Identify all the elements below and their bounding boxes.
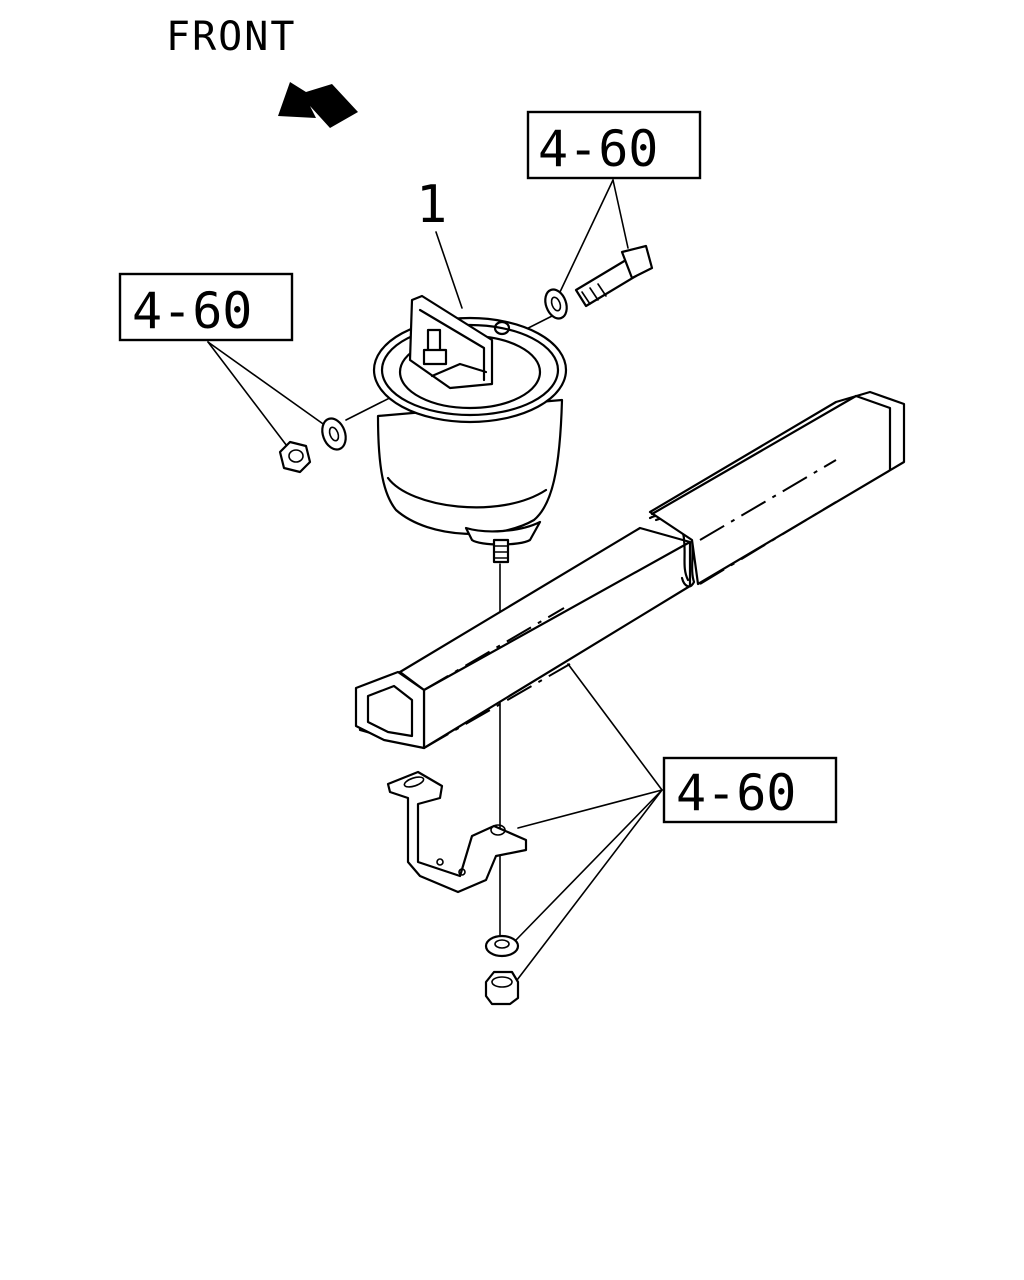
lower-stud bbox=[492, 538, 510, 564]
ref-left-leader-washer bbox=[207, 341, 327, 427]
ref-top-leader-bolt bbox=[612, 179, 629, 249]
air-spring bbox=[372, 294, 568, 546]
part-leader-line bbox=[435, 231, 463, 309]
nut-left bbox=[278, 440, 312, 474]
ref-box-left: 4-60 bbox=[118, 272, 294, 342]
ref-bottom-leader-bracket bbox=[517, 789, 663, 829]
ref-label-left: 4-60 bbox=[132, 282, 252, 340]
ref-bottom-leader-frame bbox=[567, 663, 663, 791]
washer-top-right bbox=[544, 288, 568, 320]
ref-top-leader-washer bbox=[559, 179, 614, 293]
frame-crossmember bbox=[354, 390, 906, 750]
washer-left bbox=[321, 417, 347, 451]
bolt bbox=[574, 244, 654, 308]
washer-bottom bbox=[484, 934, 520, 958]
ref-bottom-leader-nut bbox=[513, 789, 663, 985]
front-arrow-icon bbox=[278, 82, 358, 128]
part-number-label: 1 bbox=[416, 175, 447, 235]
ref-box-bottom: 4-60 bbox=[662, 756, 838, 824]
mounting-bracket bbox=[386, 770, 528, 894]
nut-bottom bbox=[484, 970, 520, 1006]
ref-box-top: 4-60 bbox=[526, 110, 702, 180]
front-label: FRONT bbox=[166, 14, 296, 60]
ref-bottom-leader-washer bbox=[515, 789, 663, 941]
ref-left-leader-nut bbox=[207, 341, 291, 451]
ref-label-bottom: 4-60 bbox=[676, 764, 796, 822]
ref-label-top: 4-60 bbox=[538, 120, 658, 178]
